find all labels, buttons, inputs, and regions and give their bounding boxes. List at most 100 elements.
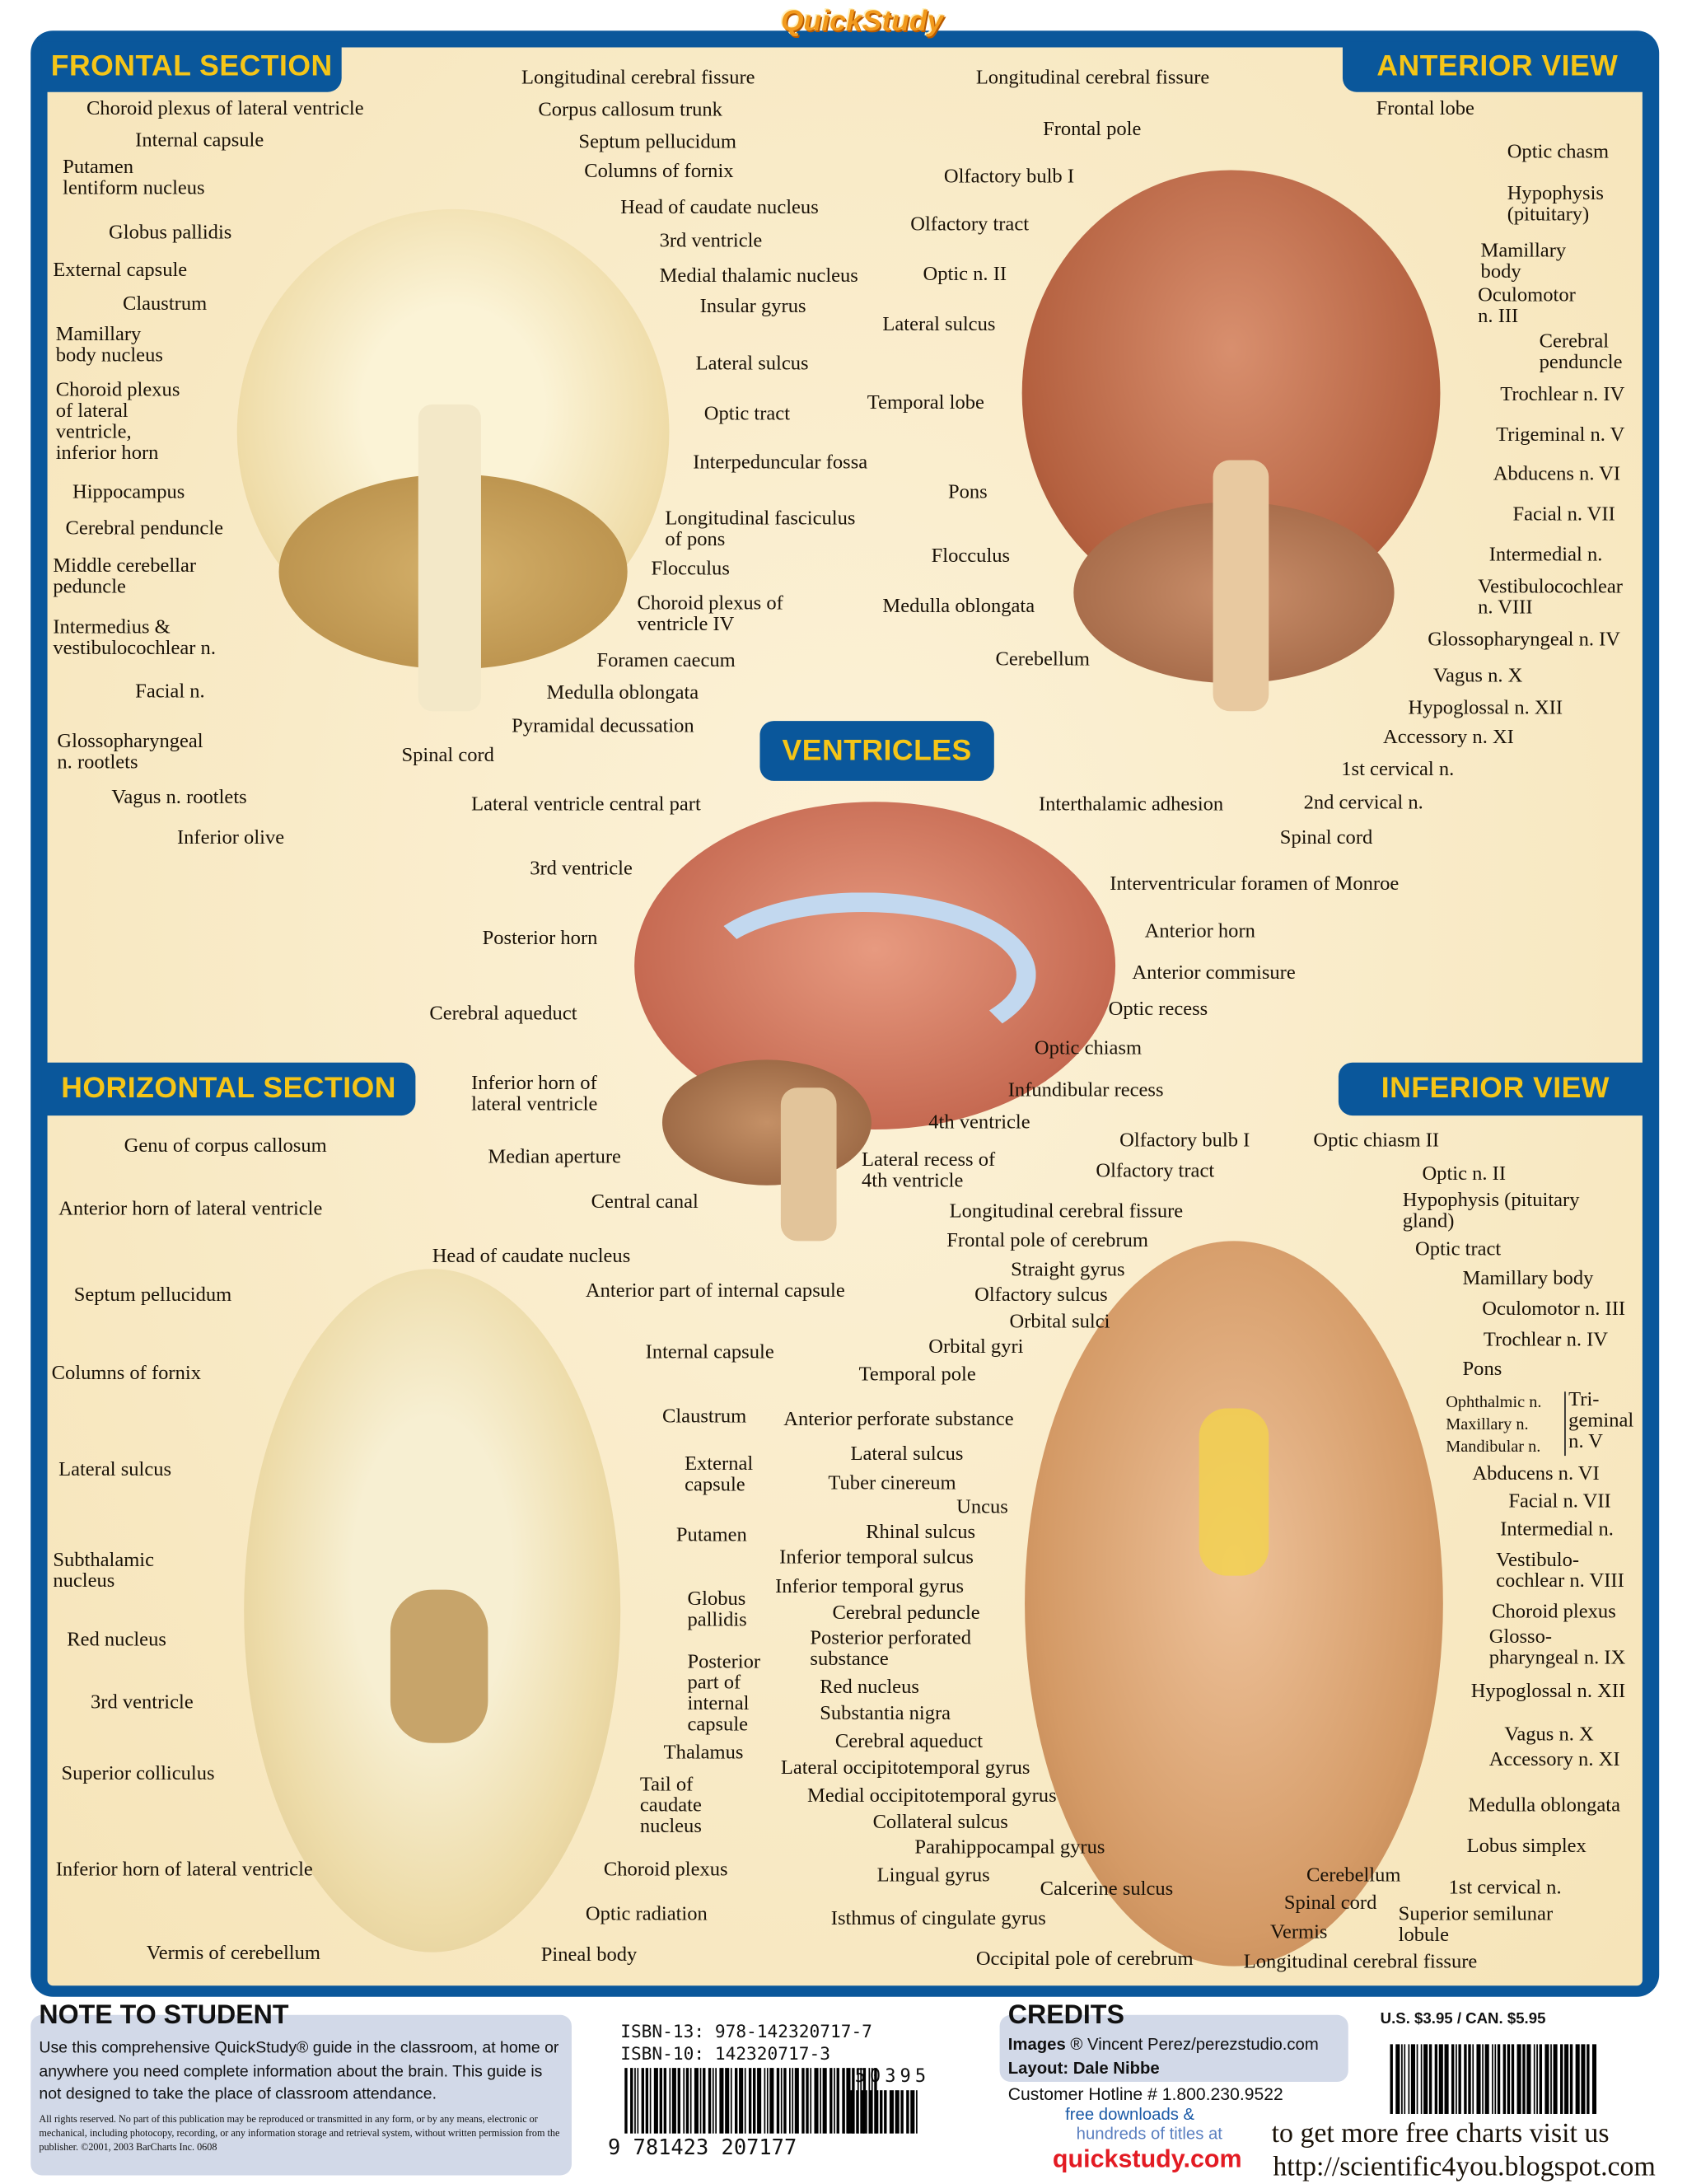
barcode-bar [645,2068,649,2134]
inferior-label: Inferior temporal gyrus [775,1575,965,1598]
barcode-bar [685,2068,689,2134]
ventricles-label: Optic chiasm [1034,1037,1143,1060]
frontal-label: Globus pallidis [109,222,232,245]
inferior-label: Medulla oblongata [1468,1794,1621,1817]
barcode-bar [748,2068,752,2134]
inferior-label: Spinal cord [1283,1892,1377,1915]
horizontal-label: Posterior part of internal capsule [687,1651,761,1737]
barcode-bar [649,2068,652,2134]
barcode-bar [1522,2044,1526,2114]
inferior-label: Cerebellum [1306,1864,1401,1887]
frontal-label: Longitudinal fasciculus of pons [665,507,856,551]
inferior-label: Cerebral peduncle [832,1602,980,1625]
barcode-bar [1456,2044,1457,2114]
inferior-label: Lateral occipitotemporal gyrus [780,1756,1030,1779]
inferior-label: Pons [1462,1358,1502,1381]
frontal-label: External capsule [53,259,188,282]
ventricles-label: Lateral recess of 4th ventricle [862,1148,996,1193]
barcode-bar [1511,2044,1515,2114]
barcode-bar [1420,2044,1423,2114]
barcode-bar [783,2068,787,2134]
inferior-view-title: INFERIOR VIEW [1338,1062,1652,1116]
note-text: Use this comprehensive QuickStudy® guide… [39,2040,559,2103]
barcode-bar [663,2068,667,2134]
anterior-label: Abducens n. VI [1493,462,1621,486]
inferior-label: Glosso- pharyngeal n. IX [1488,1625,1626,1670]
free-downloads-text: free downloads & [1065,2104,1195,2124]
frontal-label: Claustrum [122,292,208,316]
barcode-bar [810,2068,812,2134]
inferior-label: Rhinal sulcus [866,1521,976,1544]
inferior-label: Medial occipitotemporal gyrus [807,1784,1057,1808]
inferior-label: Longitudinal cerebral fissure [949,1200,1184,1223]
barcode-bar [1533,2044,1535,2114]
barcode-bar [694,2068,699,2134]
barcode-bar [1492,2044,1493,2114]
barcode-bar [1544,2044,1549,2114]
barcode-bar [766,2068,769,2134]
isbn-10: ISBN-10: 142320717-3 [620,2042,830,2065]
barcode-bar [683,2068,685,2134]
frontal-label: Head of caudate nucleus [620,196,819,219]
frontal-brainstem-illustration [418,404,481,712]
anterior-label: Medulla oblongata [882,595,1035,618]
ventricles-label: Anterior commisure [1132,961,1296,984]
credits-box [999,2014,1348,2083]
frontal-label: Foramen caecum [596,649,736,672]
barcode-bar [1581,2044,1586,2114]
barcode-bar [906,2090,909,2134]
barcode-bar [699,2068,702,2134]
barcode-bar [834,2068,835,2134]
horizontal-midbrain-illustration [390,1589,488,1743]
frontal-label: Medulla oblongata [546,681,699,704]
barcode-bar [1395,2044,1400,2114]
watermark-url[interactable]: http://scientific4you.blogspot.com [1273,2151,1656,2182]
note-box [30,2014,572,2176]
barcode-bar [712,2068,714,2134]
credits-images-label: Images [1007,2034,1066,2055]
frontal-label: Columns of fornix [584,160,734,183]
ventricles-label: Interthalamic adhesion [1038,793,1224,816]
inferior-label: Longitudinal cerebral fissure [1243,1950,1478,1974]
inferior-label: Tuber cinereum [828,1472,956,1495]
anterior-label: Optic n. II [923,263,1007,286]
ventricles-label: Lateral ventricle central part [471,793,701,816]
barcode-bar [829,2068,833,2134]
barcode-bar [801,2068,805,2134]
frontal-section-title: FRONTAL SECTION [41,41,342,92]
barcode-bar [1468,2044,1471,2114]
anterior-label: Glossopharyngeal n. IV [1428,629,1621,652]
horizontal-label: Pineal body [540,1943,638,1967]
barcode-bar [1502,2044,1507,2114]
anterior-label: 2nd cervical n. [1303,792,1423,815]
ventricles-label: Interventricular foramen of Monroe [1110,872,1400,896]
barcode-bar [1484,2044,1489,2114]
barcode-bar [875,2090,879,2134]
inferior-label: Lobus simplex [1466,1835,1587,1858]
horizontal-label: External capsule [685,1452,754,1497]
barcode-bar [669,2068,671,2134]
isbn-13: ISBN-13: 978-142320717-7 [620,2020,872,2041]
barcode-bar [1569,2044,1573,2114]
trigeminal-branch-label: Ophthalmic n. [1446,1391,1542,1411]
inferior-label: Red nucleus [820,1676,919,1699]
barcode-bar [637,2068,639,2134]
horizontal-label: Internal capsule [645,1341,774,1364]
anterior-label: Oculomotor n. III [1478,284,1576,328]
anterior-label: Longitudinal cerebral fissure [975,67,1210,90]
barcode-bar [1458,2044,1461,2114]
quickstudy-link[interactable]: quickstudy.com [1052,2144,1242,2173]
inferior-label: Olfactory bulb I [1119,1129,1250,1153]
frontal-label: Hippocampus [72,480,185,504]
ventricle-system-illustration [689,892,1036,1057]
ventricles-label: 3rd ventricle [530,857,633,881]
ventricles-label: Median aperture [488,1146,621,1169]
barcode-bar [836,2068,839,2134]
inferior-label: Parahippocampal gyrus [914,1836,1105,1859]
barcode-bar [848,2090,849,2134]
barcode-bar [860,2068,862,2134]
ventricles-label: Anterior horn [1144,920,1255,943]
frontal-label: Interpeduncular fossa [693,451,868,475]
barcode-bar [1497,2044,1501,2114]
